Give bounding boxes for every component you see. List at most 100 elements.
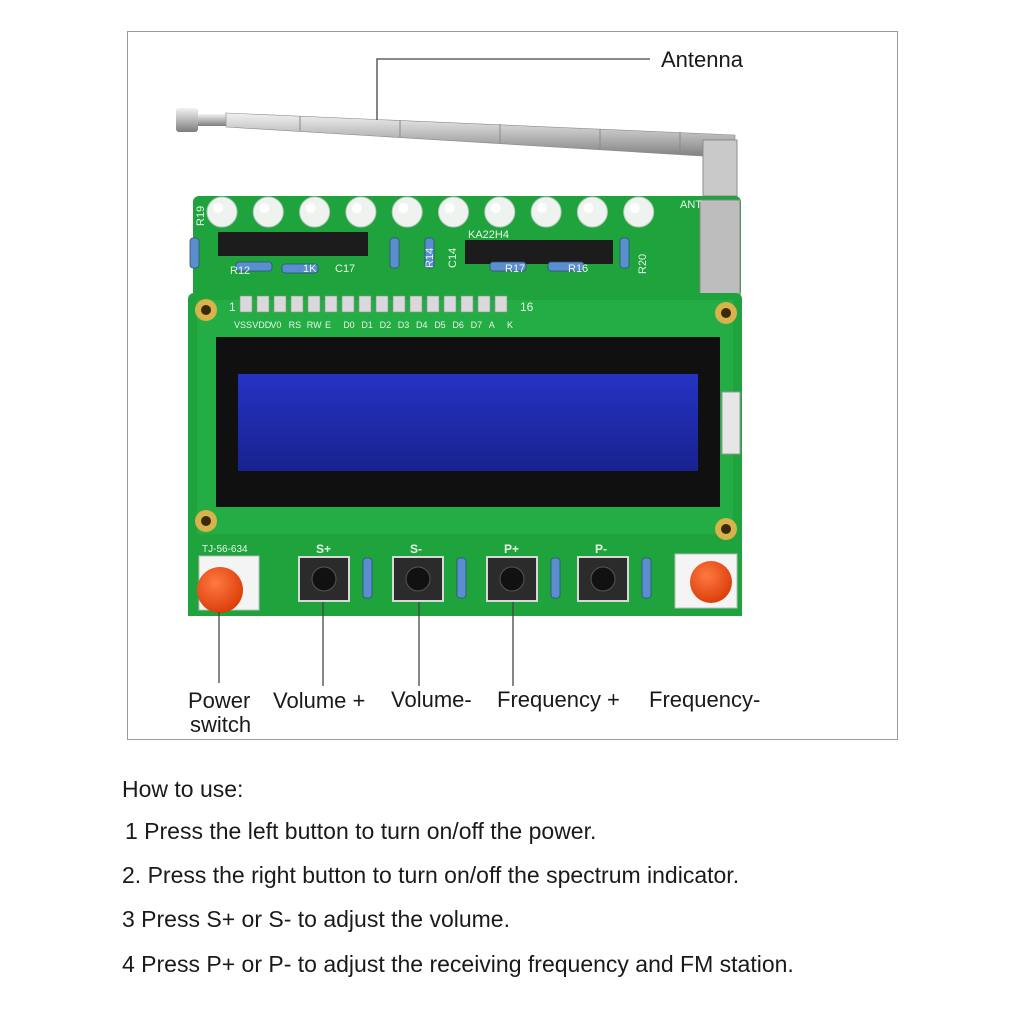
button-plunger[interactable] bbox=[311, 566, 337, 592]
spectrum-led bbox=[345, 196, 377, 228]
label-r14: R14 bbox=[424, 248, 436, 268]
volume-up-callout: Volume + bbox=[273, 688, 366, 713]
instruction-step-2: 2. Press the right button to turn on/off… bbox=[122, 862, 740, 888]
pin-name-label: D0 bbox=[343, 320, 355, 330]
spectrum-led bbox=[252, 196, 284, 228]
pin-name-label: RW bbox=[307, 320, 322, 330]
ic-chip-left bbox=[218, 232, 368, 256]
header-pin bbox=[494, 295, 508, 313]
led-highlight bbox=[490, 203, 501, 213]
pin-name-label: D6 bbox=[452, 320, 464, 330]
pin-name-label: VSS bbox=[234, 320, 252, 330]
button-labels: S+S-P+P- bbox=[316, 542, 607, 556]
resistor bbox=[547, 261, 585, 272]
button-plunger[interactable] bbox=[405, 566, 431, 592]
board-id-label: TJ-56-634 bbox=[202, 544, 248, 555]
spectrum-switch-cap[interactable] bbox=[690, 561, 732, 603]
header-pin bbox=[239, 295, 253, 313]
pin-name-label: D4 bbox=[416, 320, 428, 330]
led-highlight bbox=[351, 203, 362, 213]
frequency-down-callout: Frequency- bbox=[649, 687, 761, 712]
pin-name-label: D7 bbox=[471, 320, 483, 330]
instruction-step-3: 3 Press S+ or S- to adjust the volume. bbox=[122, 906, 510, 932]
spectrum-led bbox=[391, 196, 423, 228]
resistors bbox=[189, 237, 630, 274]
label-c14: C14 bbox=[447, 248, 459, 268]
pin-name-label: RS bbox=[289, 320, 302, 330]
header-pin bbox=[358, 295, 372, 313]
led-highlight bbox=[213, 203, 223, 213]
led-highlight bbox=[444, 203, 455, 213]
pin-end-label: 16 bbox=[520, 300, 534, 314]
label-c17: C17 bbox=[335, 263, 355, 275]
spectrum-switch[interactable] bbox=[674, 553, 738, 609]
button-plunger[interactable] bbox=[499, 566, 525, 592]
button-silkscreen-label: P- bbox=[595, 542, 607, 556]
instructions-title: How to use: bbox=[122, 776, 244, 802]
spectrum-leds bbox=[206, 196, 655, 228]
pin-name-label: D1 bbox=[361, 320, 373, 330]
power-switch[interactable] bbox=[197, 555, 260, 613]
label-r12: R12 bbox=[230, 265, 250, 277]
resistor bbox=[619, 237, 630, 269]
header-pin bbox=[477, 295, 491, 313]
resistor bbox=[641, 557, 652, 599]
header-pin bbox=[256, 295, 270, 313]
mounting-holes bbox=[195, 299, 737, 540]
resistor bbox=[389, 237, 400, 269]
lcd-screen bbox=[238, 374, 698, 471]
lcd-connector bbox=[721, 391, 741, 455]
tactile-buttons bbox=[298, 556, 652, 602]
resistor bbox=[362, 557, 373, 599]
volume-up-button[interactable] bbox=[298, 556, 350, 602]
header-pin bbox=[443, 295, 457, 313]
header-pin bbox=[324, 295, 338, 313]
led-highlight bbox=[537, 203, 548, 213]
resistor bbox=[489, 261, 527, 272]
spectrum-led bbox=[438, 196, 469, 228]
header-pin bbox=[426, 295, 440, 313]
antenna bbox=[176, 108, 738, 197]
spectrum-led bbox=[576, 196, 608, 228]
label-r19: R19 bbox=[195, 206, 207, 226]
instruction-step-1: 1 Press the left button to turn on/off t… bbox=[125, 818, 597, 844]
header-pin bbox=[392, 295, 406, 313]
volume-down-button[interactable] bbox=[392, 556, 444, 602]
pin-name-label: A bbox=[489, 320, 495, 330]
label-r20: R20 bbox=[637, 254, 649, 274]
spectrum-led bbox=[484, 196, 516, 228]
spectrum-led bbox=[299, 196, 331, 228]
spectrum-led bbox=[623, 196, 655, 228]
header-pin bbox=[341, 295, 355, 313]
button-plunger[interactable] bbox=[590, 566, 616, 592]
pin-name-label: D5 bbox=[434, 320, 446, 330]
button-silkscreen-label: P+ bbox=[504, 542, 519, 556]
power-switch-cap[interactable] bbox=[197, 567, 243, 613]
frequency-down-button[interactable] bbox=[577, 556, 629, 602]
volume-down-callout: Volume- bbox=[391, 687, 472, 712]
led-highlight bbox=[305, 203, 316, 213]
resistor bbox=[550, 557, 561, 599]
pin-name-label: VDD bbox=[252, 320, 272, 330]
led-highlight bbox=[629, 203, 640, 213]
led-highlight bbox=[583, 203, 594, 213]
frequency-up-callout: Frequency + bbox=[497, 687, 620, 712]
resistor bbox=[235, 261, 273, 272]
button-silkscreen-label: S- bbox=[410, 542, 422, 556]
power-callout-line2: switch bbox=[190, 712, 252, 737]
label-ka22h4: KA22H4 bbox=[468, 229, 509, 241]
instruction-step-4: 4 Press P+ or P- to adjust the receiving… bbox=[122, 951, 794, 977]
callout-lines bbox=[218, 58, 650, 686]
lcd-header-pins bbox=[239, 295, 508, 313]
pin-start-label: 1 bbox=[229, 300, 236, 314]
pin-name-label: D2 bbox=[380, 320, 392, 330]
spectrum-led bbox=[206, 196, 238, 228]
led-highlight bbox=[398, 203, 409, 213]
header-pin bbox=[307, 295, 321, 313]
frequency-up-button[interactable] bbox=[486, 556, 538, 602]
callout-line-antenna bbox=[376, 58, 650, 120]
label-r16: R16 bbox=[568, 263, 588, 275]
spectrum-led bbox=[530, 196, 562, 228]
label-ant: ANT bbox=[680, 199, 702, 211]
